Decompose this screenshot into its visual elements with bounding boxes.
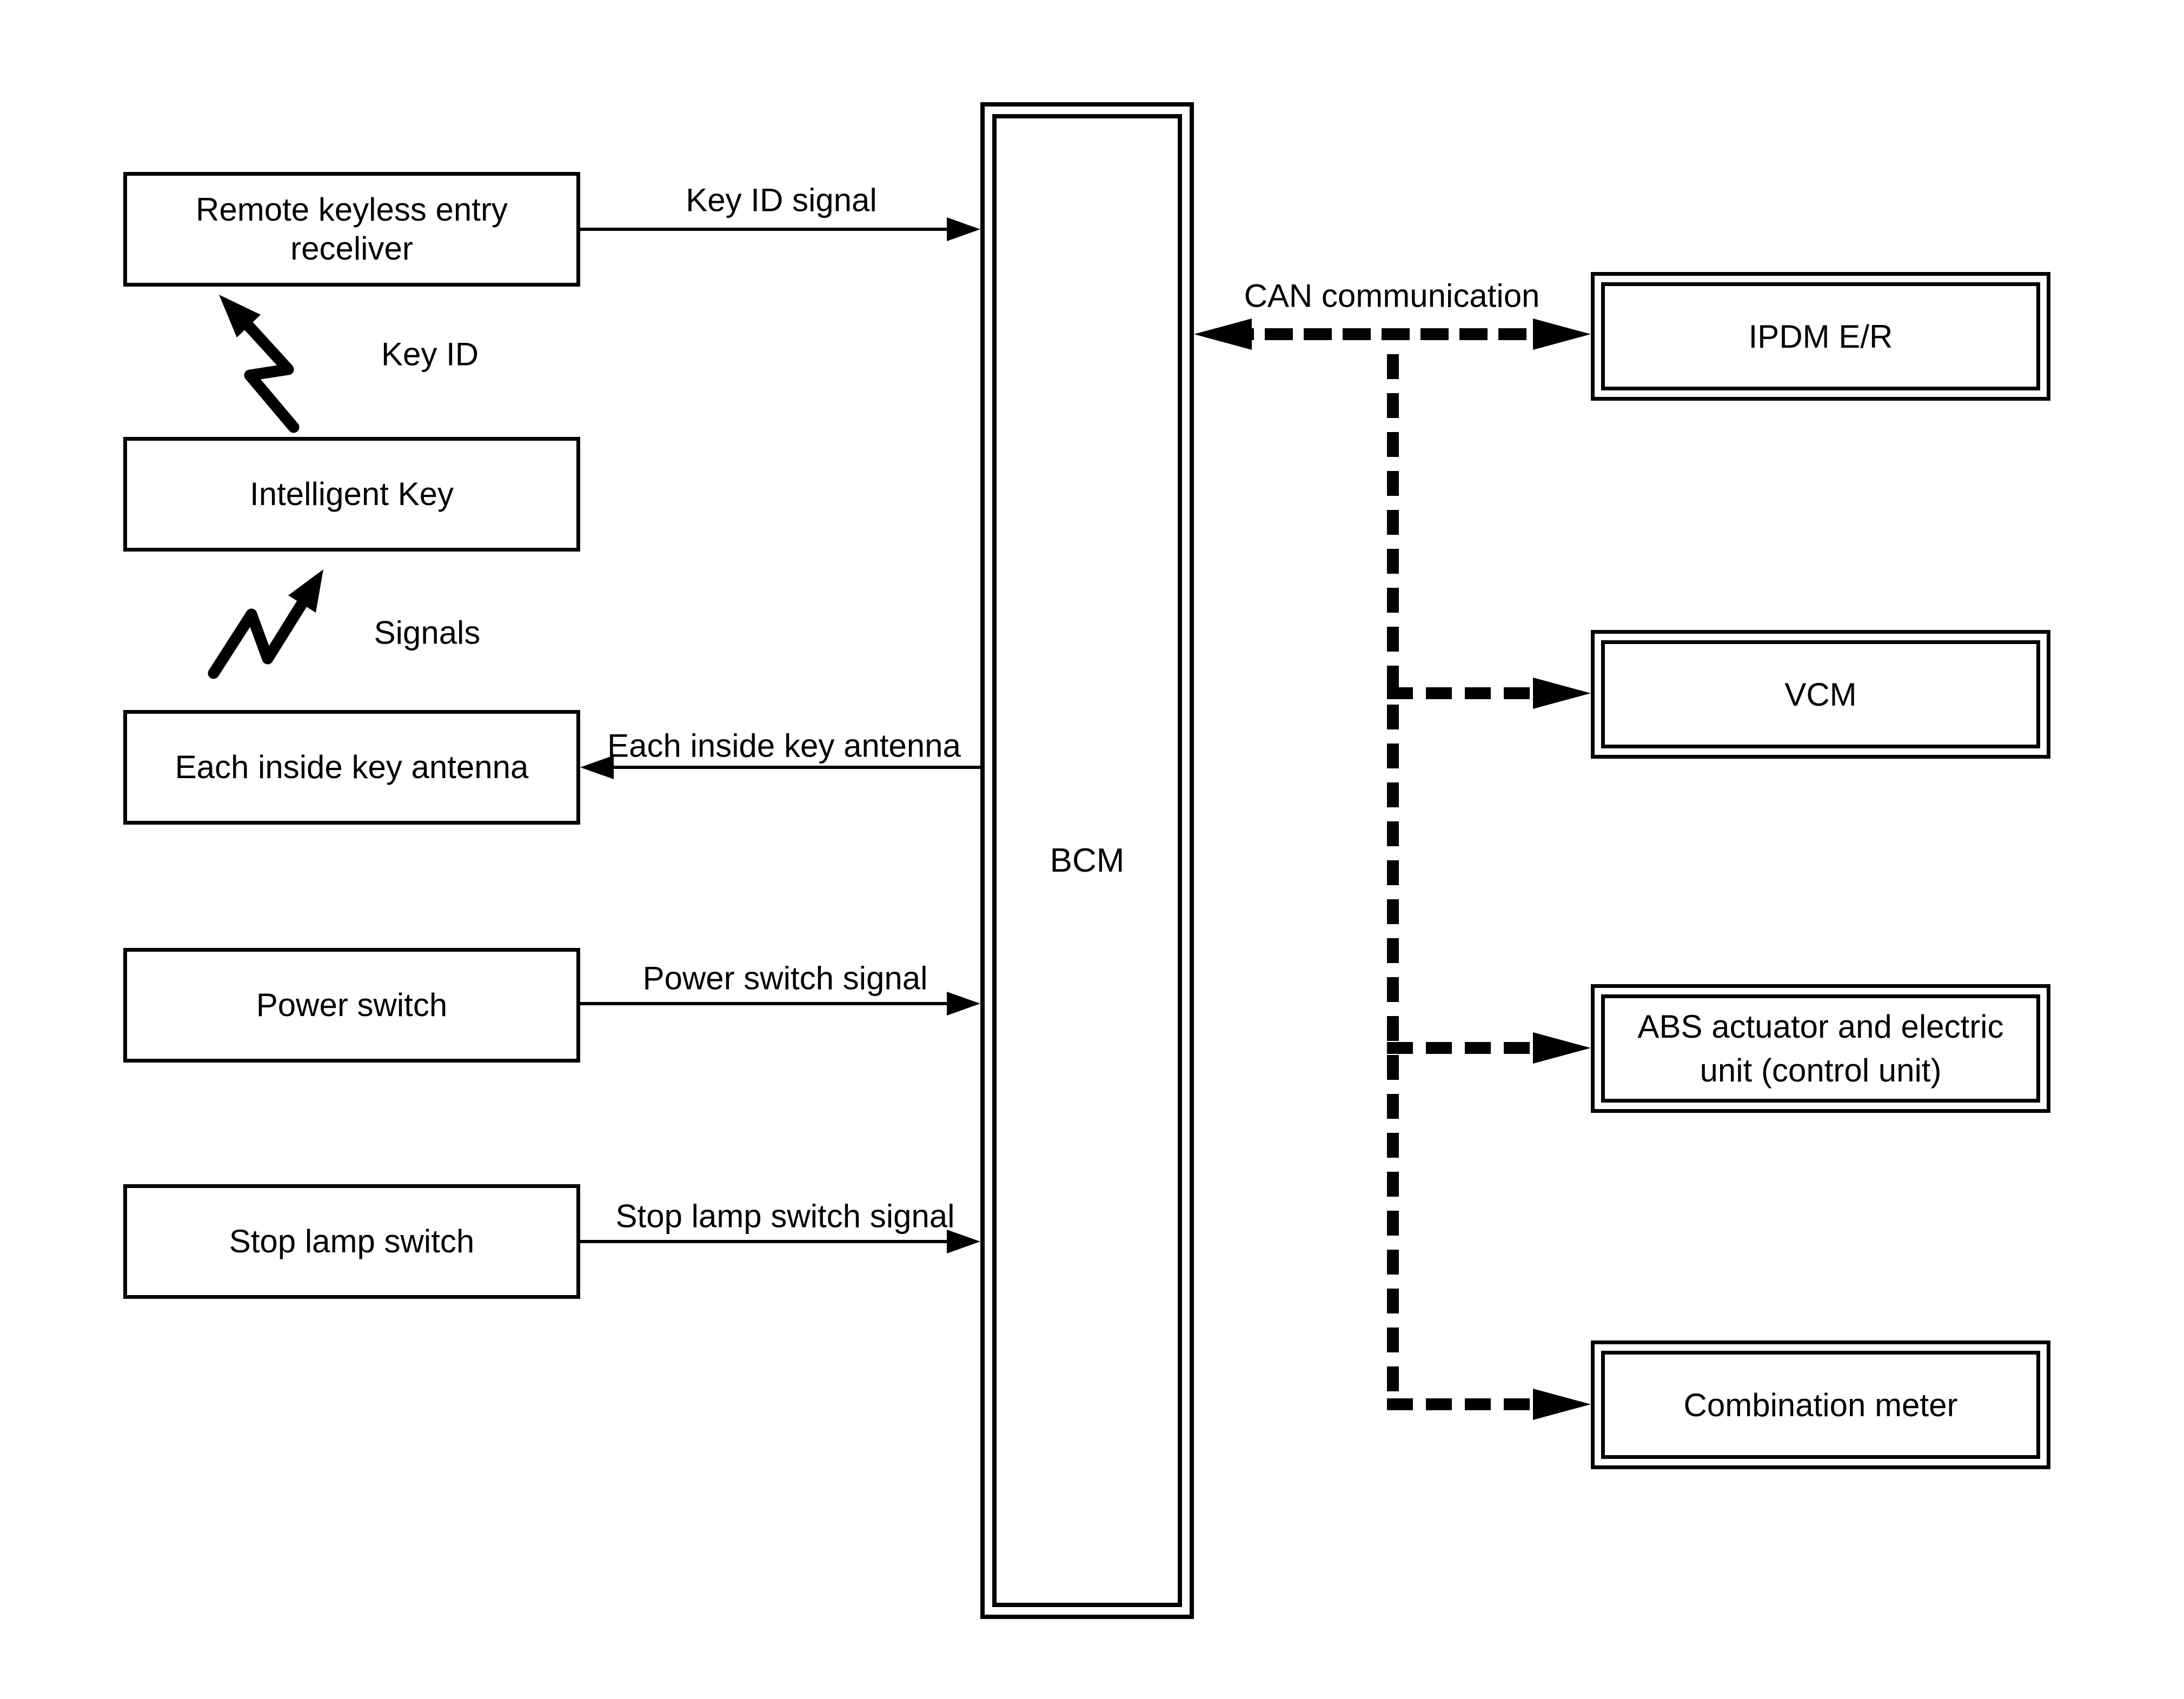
signals-label: Signals bbox=[374, 614, 481, 651]
box-inner-border: IPDM E/R bbox=[1601, 282, 2040, 390]
key-id-signal-arrow-line bbox=[580, 228, 947, 231]
box-abs-actuator: ABS actuator and electric unit (control … bbox=[1591, 984, 2050, 1113]
box-each-inside-key-antenna: Each inside key antenna bbox=[123, 710, 580, 825]
box-power-switch: Power switch bbox=[123, 948, 580, 1063]
box-label: Each inside key antenna bbox=[175, 749, 529, 785]
arrowhead-left-icon bbox=[580, 755, 614, 779]
arrowhead-right-icon bbox=[947, 217, 980, 241]
each-inside-key-antenna-arrow-line bbox=[614, 766, 980, 769]
box-label: Intelligent Key bbox=[250, 476, 454, 512]
box-bcm: BCM bbox=[980, 102, 1194, 1619]
can-arrowhead-right-icon bbox=[1533, 1389, 1591, 1420]
box-label: BCM bbox=[1050, 842, 1125, 879]
can-branch-combination-meter-shaft bbox=[1387, 1398, 1533, 1410]
box-label: VCM bbox=[1784, 676, 1857, 713]
key-id-zigzag-arrow-icon bbox=[219, 295, 300, 433]
can-arrowhead-right-icon bbox=[1533, 318, 1591, 350]
key-id-signal-label: Key ID signal bbox=[686, 182, 877, 218]
key-id-label: Key ID bbox=[381, 336, 479, 373]
box-remote-keyless-entry-receiver: Remote keyless entry receliver bbox=[123, 172, 580, 287]
box-label: ABS actuator and electric bbox=[1637, 1008, 2004, 1045]
stop-lamp-switch-signal-arrow-line bbox=[580, 1240, 947, 1243]
box-label: Remote keyless entry bbox=[196, 191, 508, 228]
can-arrowhead-left-icon bbox=[1194, 318, 1252, 350]
can-bus-vertical-line bbox=[1387, 340, 1399, 1410]
stop-lamp-switch-signal-label: Stop lamp switch signal bbox=[615, 1198, 955, 1235]
box-intelligent-key: Intelligent Key bbox=[123, 437, 580, 552]
box-stop-lamp-switch: Stop lamp switch bbox=[123, 1184, 580, 1299]
arrowhead-right-icon bbox=[947, 1230, 980, 1253]
each-inside-key-antenna-label: Each inside key antenna bbox=[607, 727, 961, 764]
can-communication-label: CAN communication bbox=[1244, 277, 1540, 314]
box-inner-border: ABS actuator and electric unit (control … bbox=[1601, 994, 2040, 1103]
signals-zigzag-arrow-icon bbox=[208, 569, 323, 679]
bcm-inner-border: BCM bbox=[992, 114, 1182, 1607]
box-label: Combination meter bbox=[1683, 1386, 1958, 1423]
arrowhead-right-icon bbox=[947, 992, 980, 1016]
box-vcm: VCM bbox=[1591, 630, 2050, 759]
box-ipdm-er: IPDM E/R bbox=[1591, 272, 2050, 401]
box-label: Stop lamp switch bbox=[229, 1223, 475, 1259]
can-arrowhead-right-icon bbox=[1533, 678, 1591, 709]
box-label: receliver bbox=[290, 230, 413, 267]
power-switch-signal-label: Power switch signal bbox=[642, 960, 928, 997]
box-combination-meter: Combination meter bbox=[1591, 1340, 2050, 1469]
box-label: Power switch bbox=[256, 987, 448, 1023]
box-label: IPDM E/R bbox=[1748, 318, 1893, 355]
can-arrowhead-right-icon bbox=[1533, 1032, 1591, 1064]
can-communication-arrow-shaft bbox=[1251, 328, 1533, 340]
box-inner-border: VCM bbox=[1601, 640, 2040, 748]
can-branch-vcm-shaft bbox=[1387, 687, 1533, 699]
can-branch-abs-shaft bbox=[1387, 1042, 1533, 1054]
power-switch-signal-arrow-line bbox=[580, 1002, 947, 1005]
box-inner-border: Combination meter bbox=[1601, 1351, 2040, 1459]
box-label: unit (control unit) bbox=[1700, 1052, 1942, 1089]
